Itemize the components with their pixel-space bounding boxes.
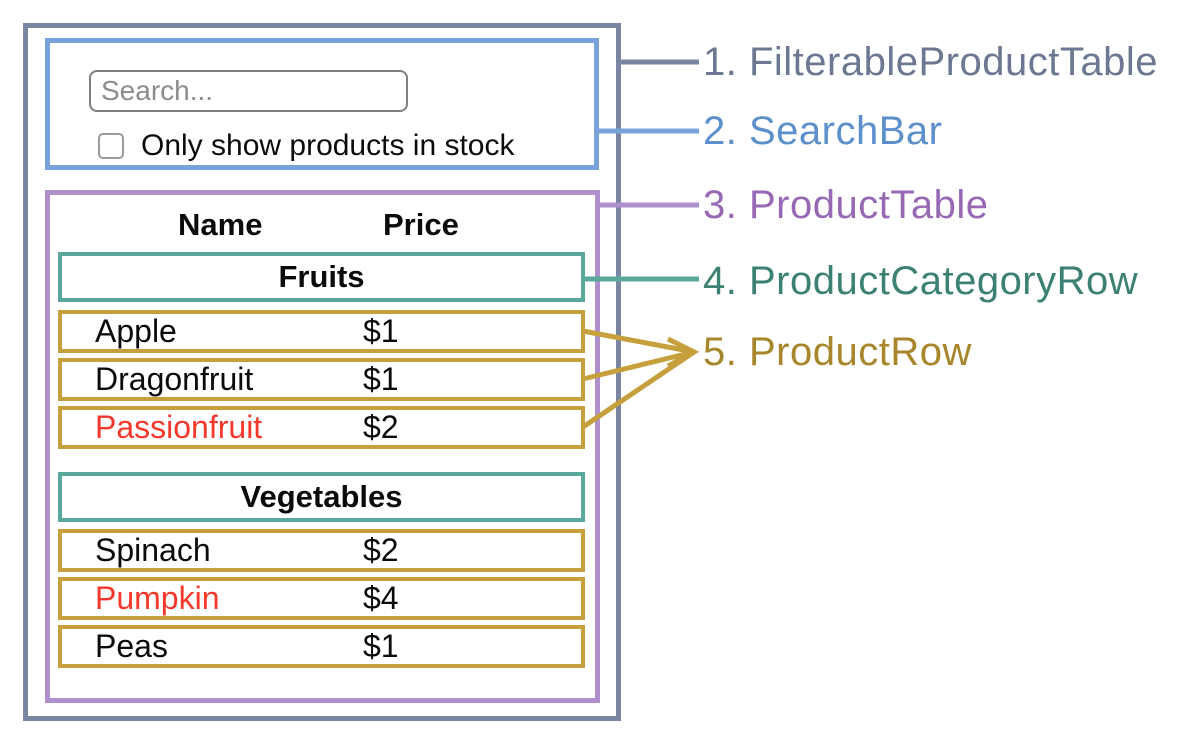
- product-category-row: Fruits: [58, 252, 585, 302]
- product-name: Pumpkin: [95, 580, 220, 616]
- legend-label-product-table: 3. ProductTable: [703, 183, 989, 227]
- product-table-box: [45, 190, 600, 703]
- product-row-arrowhead-icon: [666, 336, 700, 369]
- product-name: Apple: [95, 313, 177, 349]
- product-name: Dragonfruit: [95, 361, 254, 397]
- product-row: Passionfruit $2: [58, 406, 585, 449]
- product-row: Peas $1: [58, 625, 585, 668]
- category-label: Fruits: [278, 259, 365, 294]
- legend-label-search-bar: 2. SearchBar: [703, 109, 943, 153]
- product-price: $2: [363, 409, 399, 445]
- legend-label-filterable-product-table: 1. FilterableProductTable: [703, 40, 1158, 84]
- product-row: Dragonfruit $1: [58, 358, 585, 401]
- product-price: $2: [363, 532, 399, 568]
- product-name: Passionfruit: [95, 409, 263, 445]
- product-price: $4: [363, 580, 399, 616]
- search-input[interactable]: [89, 70, 408, 112]
- product-price: $1: [363, 361, 399, 397]
- product-price: $1: [363, 313, 399, 349]
- column-header-price: Price: [383, 207, 459, 242]
- product-row: Spinach $2: [58, 529, 585, 572]
- in-stock-checkbox-label: Only show products in stock: [141, 129, 515, 162]
- column-header-name: Name: [178, 207, 263, 242]
- product-row: Apple $1: [58, 310, 585, 353]
- product-name: Spinach: [95, 532, 211, 568]
- product-category-row: Vegetables: [58, 472, 585, 522]
- product-price: $1: [363, 628, 399, 664]
- product-row: Pumpkin $4: [58, 577, 585, 620]
- in-stock-checkbox[interactable]: [98, 133, 124, 159]
- legend-label-product-category-row: 4. ProductCategoryRow: [703, 259, 1139, 303]
- category-label: Vegetables: [240, 479, 403, 514]
- legend-label-product-row: 5. ProductRow: [703, 330, 972, 374]
- search-bar-box: [45, 38, 599, 170]
- product-name: Peas: [95, 628, 168, 664]
